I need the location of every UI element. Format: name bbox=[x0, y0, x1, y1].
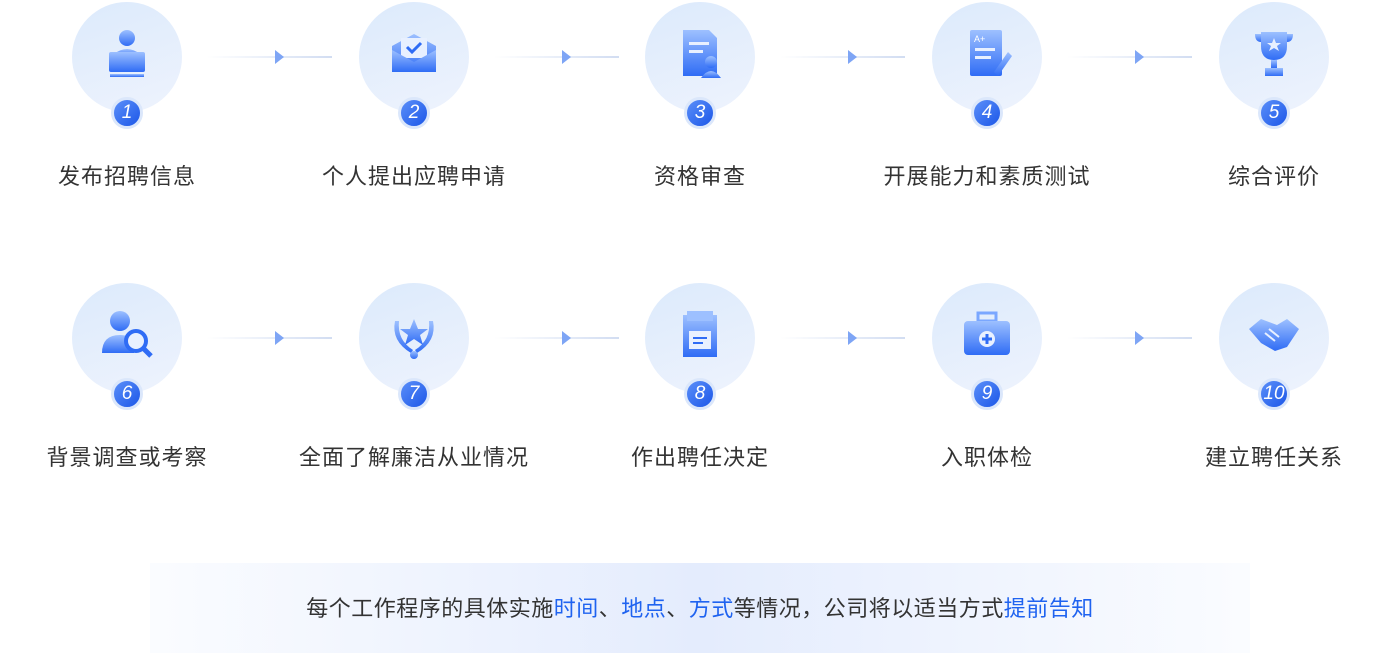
folder-document-icon bbox=[683, 311, 717, 357]
flow-arrow bbox=[494, 331, 619, 345]
step-number-badge: 4 bbox=[971, 97, 1003, 129]
test-paper-icon: A+ bbox=[970, 30, 1012, 76]
notice-highlight-time: 时间 bbox=[553, 596, 599, 621]
step-number-badge: 3 bbox=[684, 97, 716, 129]
step-label: 资格审查 bbox=[653, 164, 746, 189]
step-icon-circle bbox=[645, 2, 755, 112]
notice-banner: 每个工作程序的具体实施时间、地点、方式等情况，公司将以适当方式提前告知 bbox=[150, 563, 1250, 653]
step-icon-circle bbox=[645, 283, 755, 393]
notice-sep: 、 bbox=[598, 596, 622, 621]
presenter-laptop-icon bbox=[109, 30, 145, 77]
svg-text:A+: A+ bbox=[974, 34, 985, 44]
notice-highlight-method: 方式 bbox=[688, 596, 734, 621]
step-number-badge: 2 bbox=[398, 97, 430, 129]
flow-arrow bbox=[1067, 331, 1192, 345]
flow-arrow bbox=[1067, 50, 1192, 64]
step-label: 全面了解廉洁从业情况 bbox=[298, 445, 529, 470]
step-icon-circle bbox=[1219, 2, 1329, 112]
step-number-badge: 10 bbox=[1258, 378, 1290, 410]
step-label: 背景调查或考察 bbox=[46, 445, 208, 470]
flow-arrow bbox=[207, 331, 332, 345]
step-label: 入职体检 bbox=[940, 445, 1033, 470]
step-icon-circle bbox=[359, 283, 469, 393]
step-icon-circle bbox=[72, 2, 182, 112]
medical-kit-icon bbox=[964, 311, 1010, 355]
step-label: 个人提出应聘申请 bbox=[321, 164, 506, 189]
envelope-check-icon bbox=[392, 34, 436, 72]
step-number-badge: 5 bbox=[1258, 97, 1290, 129]
flow-arrow bbox=[780, 50, 905, 64]
step-label: 综合评价 bbox=[1227, 164, 1320, 189]
step-label: 发布招聘信息 bbox=[57, 164, 196, 189]
step-number-badge: 1 bbox=[111, 97, 143, 129]
notice-highlight-place: 地点 bbox=[621, 596, 667, 621]
person-search-icon bbox=[102, 311, 153, 358]
step-label: 建立聘任关系 bbox=[1204, 445, 1343, 470]
step-icon-circle bbox=[932, 283, 1042, 393]
handshake-icon bbox=[1249, 319, 1299, 351]
step-icon-circle bbox=[72, 283, 182, 393]
step-icon-circle bbox=[1219, 283, 1329, 393]
flow-arrow bbox=[207, 50, 332, 64]
notice-sep: 、 bbox=[666, 596, 689, 621]
step-number-badge: 9 bbox=[971, 378, 1003, 410]
laurel-star-icon bbox=[394, 319, 434, 359]
step-number-badge: 7 bbox=[398, 378, 430, 410]
step-label: 开展能力和素质测试 bbox=[883, 164, 1091, 189]
trophy-icon bbox=[1255, 32, 1293, 76]
flow-arrow bbox=[780, 331, 905, 345]
notice-text: 等情况，公司将以适当方式 bbox=[733, 596, 1004, 621]
flow-arrow bbox=[494, 50, 619, 64]
step-number-badge: 6 bbox=[111, 378, 143, 410]
step-icon-circle bbox=[359, 2, 469, 112]
step-label: 作出聘任决定 bbox=[630, 445, 769, 470]
document-person-icon bbox=[683, 30, 721, 78]
notice-text: 每个工作程序的具体实施 bbox=[306, 596, 554, 621]
step-icon-circle: A+ bbox=[932, 2, 1042, 112]
step-number-badge: 8 bbox=[684, 378, 716, 410]
notice-highlight-advance: 提前告知 bbox=[1003, 596, 1094, 621]
